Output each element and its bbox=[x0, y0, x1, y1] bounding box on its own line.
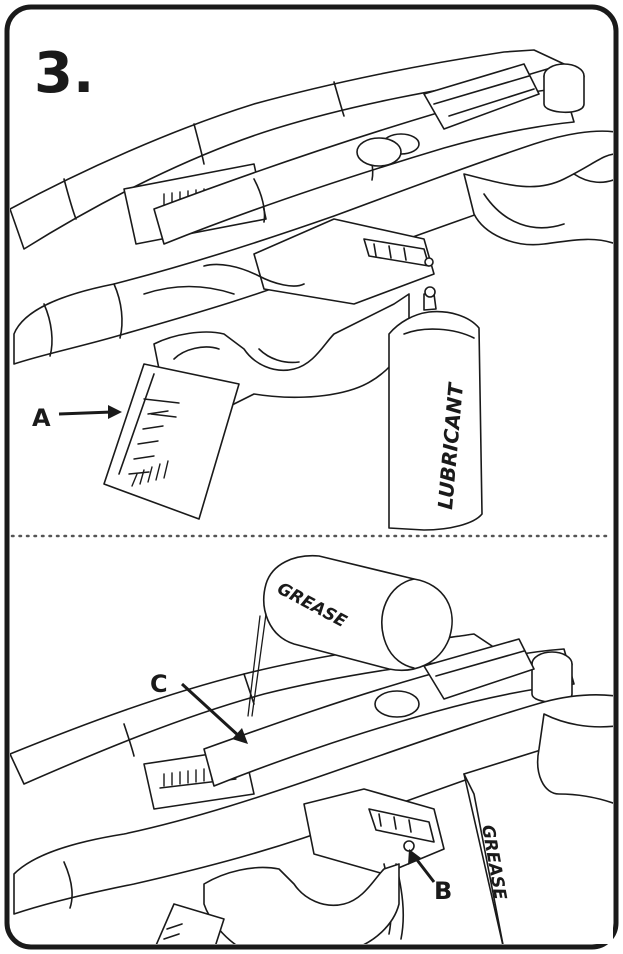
grease-tube bbox=[263, 554, 453, 671]
callout-a: A bbox=[32, 404, 51, 432]
callout-c: C bbox=[150, 670, 168, 698]
arrow-a bbox=[58, 405, 122, 419]
slide-rail bbox=[423, 63, 540, 130]
step-number: 3. bbox=[34, 41, 94, 106]
instruction-panel: 3. LUBRICANT A bbox=[4, 4, 619, 950]
rear-handlebar-grip-line bbox=[63, 178, 77, 220]
front-ruler bbox=[103, 363, 240, 520]
lubricant-bottle bbox=[388, 310, 483, 531]
bottom-scene bbox=[10, 554, 613, 944]
upper-bar bbox=[153, 87, 575, 245]
front-ruler-ticks bbox=[128, 398, 180, 487]
arrow-c bbox=[180, 682, 248, 744]
clamp-bracket bbox=[253, 218, 435, 305]
callout-b: B bbox=[434, 877, 452, 905]
instruction-diagram: 3. LUBRICANT A bbox=[4, 4, 619, 950]
arrow-b bbox=[408, 849, 436, 883]
right-arm-upper bbox=[463, 153, 613, 246]
top-scene bbox=[10, 49, 613, 531]
